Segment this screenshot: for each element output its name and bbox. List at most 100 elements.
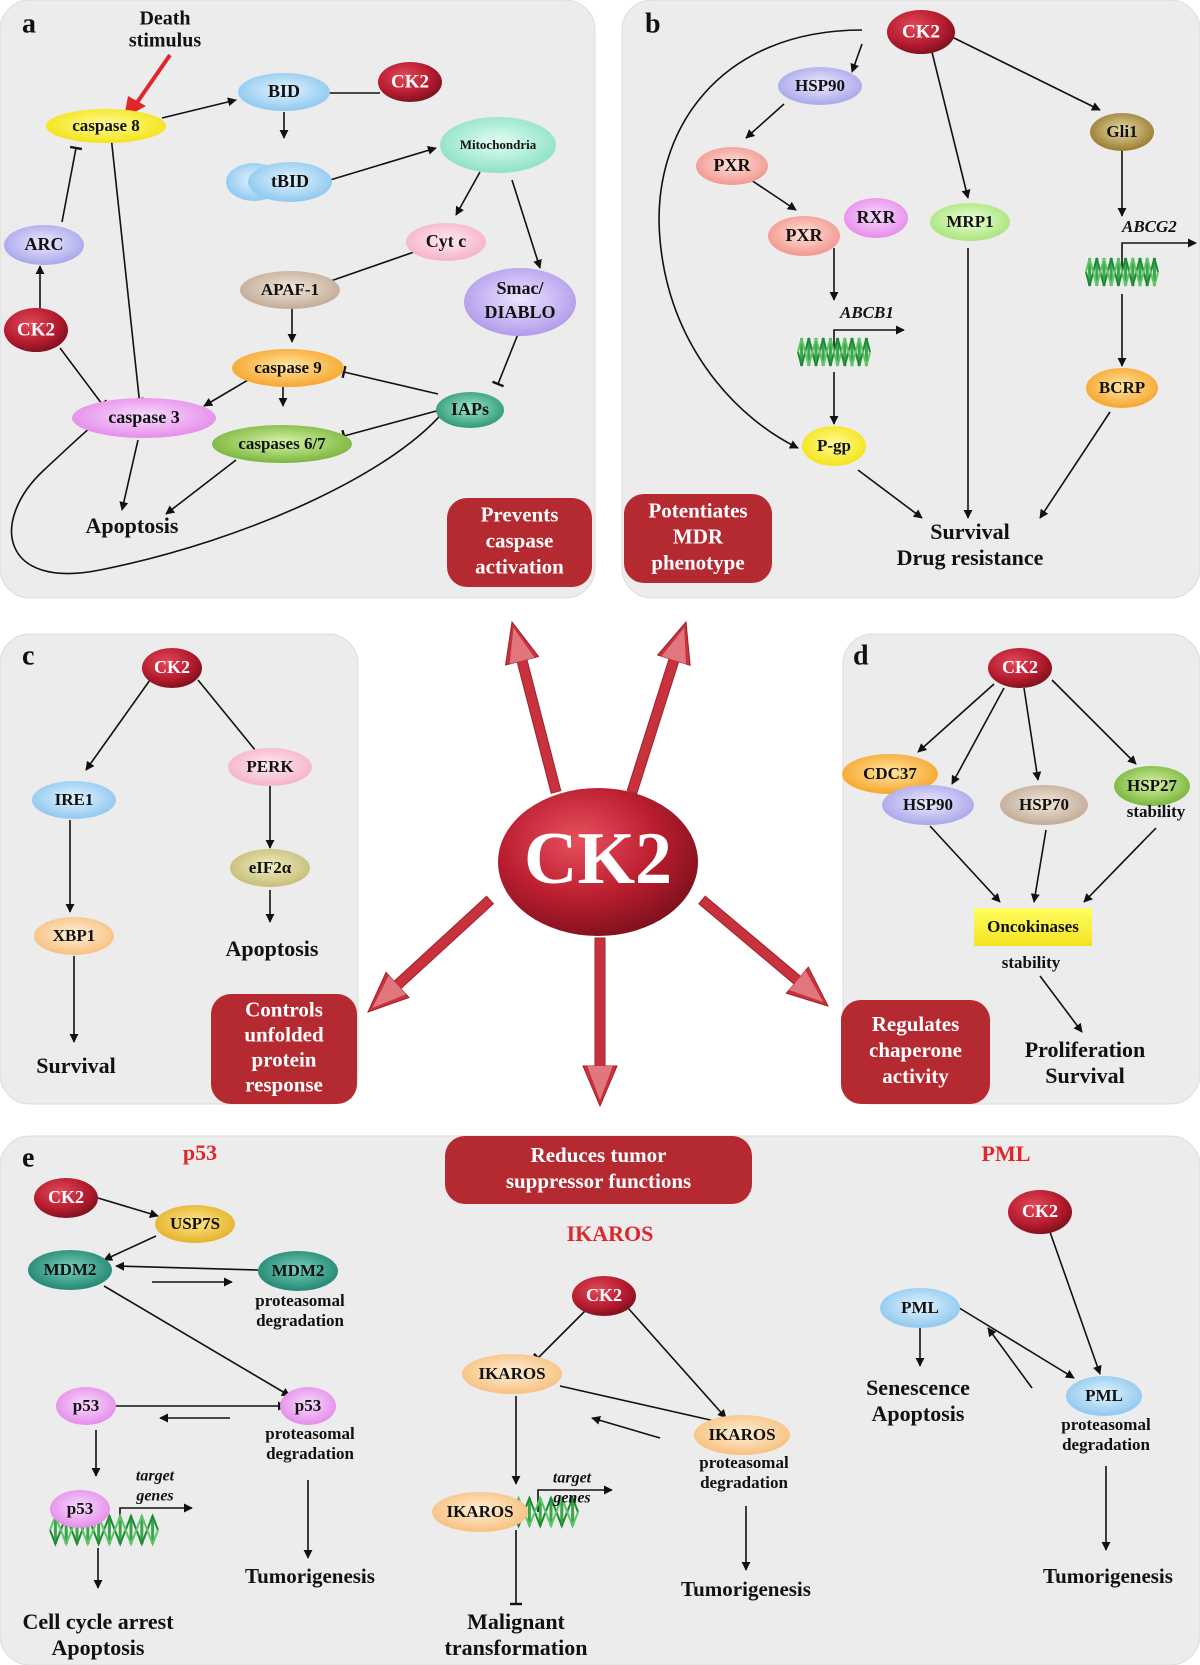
title-p53: p53 [183,1140,217,1165]
edge-ck2pml-pmlb [1049,1231,1102,1375]
node-iaps-label: IAPs [451,399,489,419]
node-ire1 [32,781,116,819]
box-prevents [447,498,592,587]
edge-pgp-survival [857,469,923,519]
node-oncokinases-label: Oncokinases [987,917,1079,936]
node-gli1 [1090,113,1154,151]
edge-abcg2-tss [1121,238,1197,272]
node-p53-a-label: p53 [73,1396,99,1415]
node-ck2-e-pml [1008,1190,1072,1234]
box-regulates-line-1: Regulates [872,1012,960,1036]
label-p53-deg-line-1: proteasomal [265,1424,355,1443]
edge-smac-iaps [491,333,519,388]
dna-abcb1 [797,337,871,367]
node-hsp27 [1114,766,1190,806]
node-p53-b [280,1387,336,1425]
node-pml-outcome-line-1: Senescence [866,1375,970,1400]
node-mrp1 [930,203,1010,241]
label-mdm2-deg-line-1: proteasomal [255,1291,345,1310]
node-caspase9 [232,349,344,387]
panel-letter-a: a [22,8,36,39]
label-target-p53-line-1: target [136,1468,175,1485]
label-hsp27-stability: stability [1127,802,1186,821]
edge-hsp70d-onco [1030,829,1047,903]
edge-ck2c-ire1 [85,679,151,771]
node-caspase8 [46,109,166,143]
box-controls-line-3: protein [252,1047,317,1071]
box-potentiates-line-3: phenotype [651,550,744,574]
node-cytc-label: Cyt c [426,231,466,251]
edge-c3-apop1 [119,439,139,511]
node-ikaros-b [694,1415,790,1455]
panel-letter-d: d [853,640,869,671]
node-caspase3-label: caspase 3 [108,407,180,427]
edge-mdm2-p53deg [103,1285,291,1397]
node-usp7s [155,1205,235,1243]
node-smac [464,268,576,336]
node-apaf1 [240,271,340,309]
node-mito-label: Mitochondria [460,137,537,152]
node-arc-label: ARC [25,234,64,254]
panel-d [842,633,1200,1105]
node-hsp70-d [1000,785,1088,825]
node-survival-drug-b-line-2: Drug resistance [897,545,1044,570]
node-caspases67 [212,425,352,463]
node-arc [4,225,84,265]
edge-mito-cytc [455,171,481,216]
edge-pxr-pxrrxr [747,177,797,211]
edge-ck2d-hsp70 [1023,687,1042,781]
node-cytc [406,223,486,261]
node-ikaros-c [432,1492,528,1532]
box-potentiates-line-1: Potentiates [648,498,747,522]
node-hsp90-b [778,67,862,105]
node-ikaros-outcome-line-2: transformation [445,1635,588,1660]
edge-c8-bid [161,97,237,119]
edge-ck2d-hsp27 [1051,679,1137,765]
node-pml-b [1066,1376,1142,1416]
label-p53-deg-line-2: degradation [266,1444,354,1463]
label-ikaros-deg-line-2: degradation [700,1473,788,1492]
node-tumorigenesis-pml: Tumorigenesis [1043,1564,1173,1588]
node-oncokinases [974,908,1092,946]
node-bid [238,73,330,111]
node-ikaros-outcome-line-1: Malignant [467,1609,565,1634]
node-bid-label: BID [268,81,300,101]
node-hsp27-label: HSP27 [1127,776,1178,795]
panel-b [621,0,1200,599]
node-bcrp-label: BCRP [1099,378,1145,397]
edge-iaps-c9 [341,365,439,395]
edge-ck2b-gli1 [949,35,1101,111]
box-reduces-line-1: Reduces tumor [531,1143,667,1167]
node-cdc37 [842,754,938,794]
node-ikaros-a-label: IKAROS [478,1364,545,1383]
death-stimulus-arrow [134,53,172,106]
node-pml-a [880,1288,960,1328]
node-iaps [436,392,504,428]
node-ck2-d [988,648,1052,688]
arrow-center-to-b-highlight [661,627,686,664]
node-ire1-label: IRE1 [55,790,94,809]
node-xbp1-label: XBP1 [53,926,96,945]
node-hsp70-d-label: HSP70 [1019,795,1069,814]
label-target-ikaros-line-1: target [553,1470,592,1487]
node-mrp1-label: MRP1 [946,212,993,231]
label-abcg2: ABCG2 [1121,217,1177,236]
node-usp7s-label: USP7S [170,1214,220,1233]
arrow-center-to-c-highlight [372,975,407,1008]
node-survival-drug-b-line-1: Survival [930,519,1009,544]
panel-letter-b: b [645,8,661,39]
node-ck2-e-ikaros-label: CK2 [586,1285,622,1305]
node-ikaros-b-label: IKAROS [708,1425,775,1444]
label-ikaros-deg-line-1: proteasomal [699,1453,789,1472]
label-mdm2-deg-line-2: degradation [256,1311,344,1330]
label-onco-stability: stability [1002,953,1061,972]
node-ck2-e-pml-label: CK2 [1022,1201,1058,1221]
node-ck2-b-label: CK2 [902,21,940,42]
edge-cytc-apaf [321,251,415,286]
box-prevents-line-2: caspase [486,528,554,552]
edge-ck2d-hsp90 [951,687,1005,785]
label-target-ikaros-line-2: genes [552,1490,590,1507]
node-p53-c [50,1490,110,1528]
edge-ck2d-cdc37 [917,683,995,753]
node-hsp90-d [882,785,974,825]
